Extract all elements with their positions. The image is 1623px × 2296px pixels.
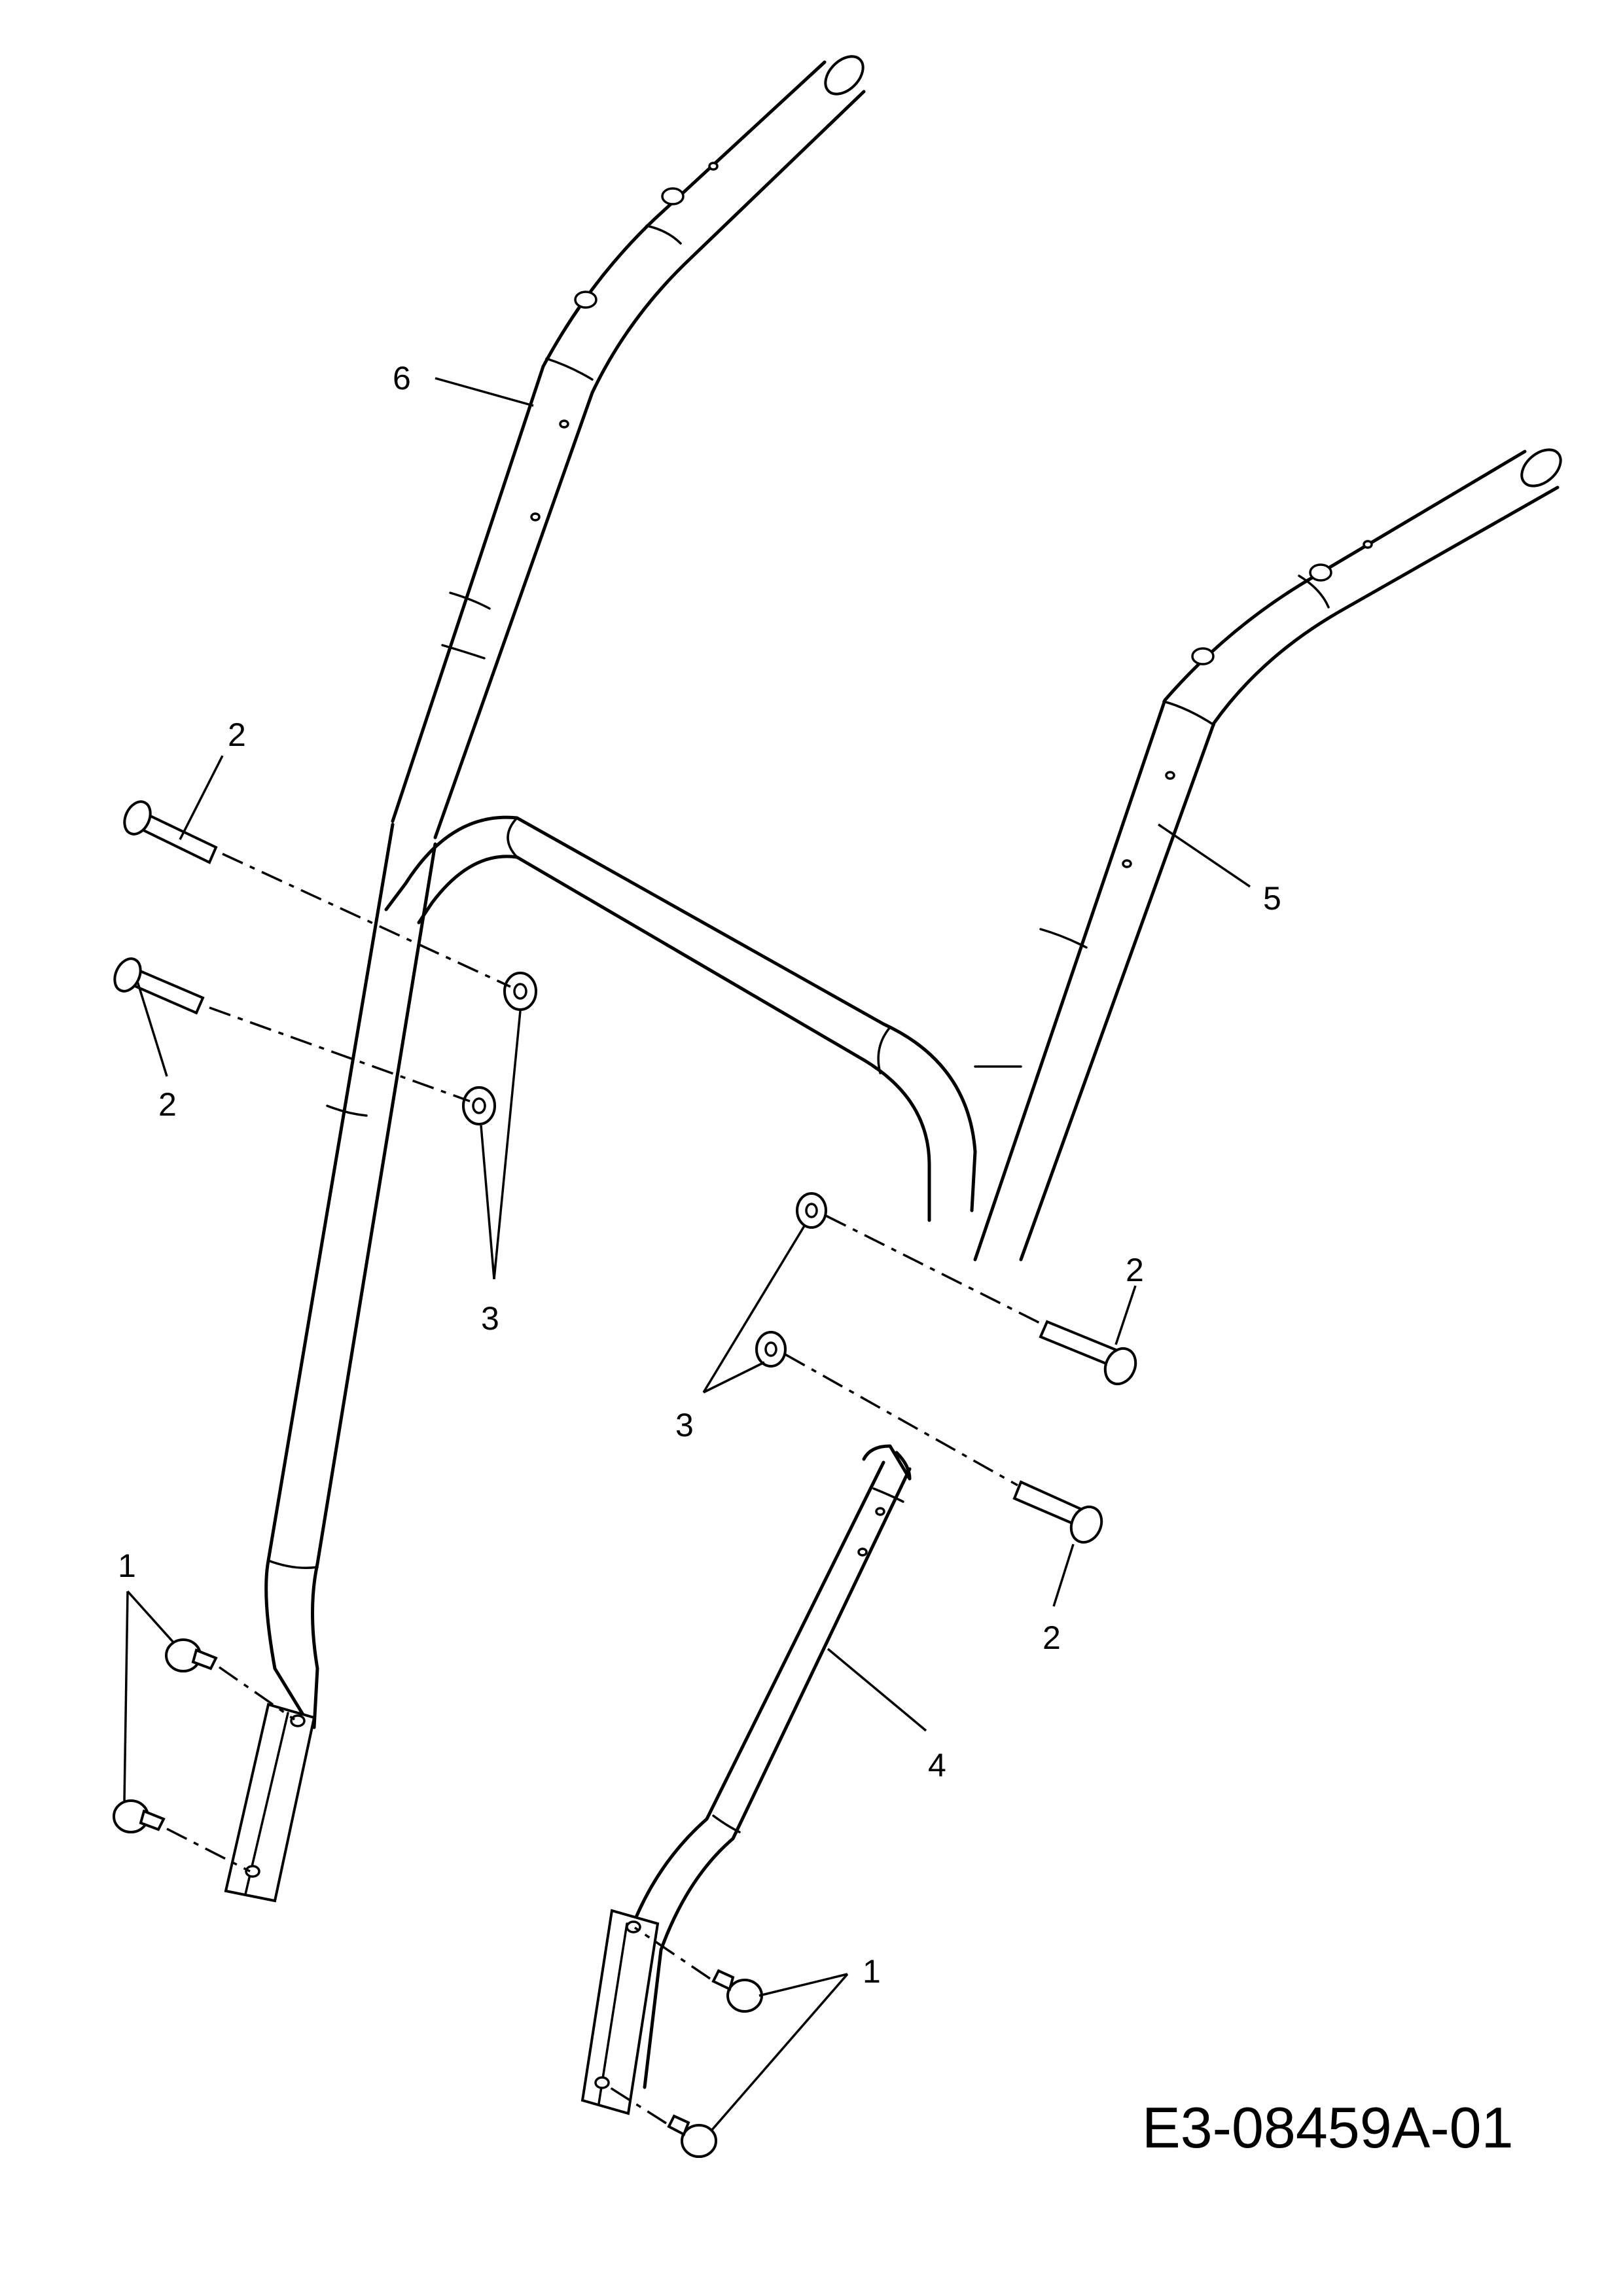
- carriage-bolt-upper-left: [123, 800, 218, 864]
- hex-nut-upper-left: [503, 972, 537, 1011]
- callout-part-2-lower-left: 2: [158, 1086, 177, 1123]
- hex-bolt-right-upper: [711, 1969, 763, 2013]
- hex-bolt-left-lower: [113, 1799, 166, 1833]
- carriage-bolt-upper-right: [1039, 1320, 1137, 1386]
- hex-nut-lower-right: [755, 1331, 787, 1368]
- callout-part-4: 4: [928, 1747, 946, 1784]
- callouts: 6 5 4 2 2 2 2 3 3 1 1: [118, 360, 1281, 1990]
- leader-lines: [123, 377, 1251, 2131]
- callout-part-2-upper-left: 2: [228, 716, 246, 753]
- lower-left-handle: [224, 822, 437, 1903]
- callout-part-5: 5: [1263, 880, 1281, 917]
- callout-part-3-right: 3: [675, 1407, 694, 1443]
- callout-part-2-lower-right: 2: [1043, 1619, 1061, 1656]
- drawing-number: E3-08459A-01: [1142, 2095, 1514, 2160]
- callout-part-6: 6: [393, 360, 411, 397]
- carriage-bolt-lower-left: [113, 957, 205, 1015]
- hex-nut-upper-right: [796, 1192, 827, 1229]
- cross-bar: [384, 815, 977, 1222]
- hex-nut-lower-left: [462, 1086, 496, 1125]
- callout-part-3-left: 3: [481, 1300, 499, 1337]
- hex-bolt-right-lower: [667, 2114, 717, 2158]
- hex-bolt-left-upper: [165, 1638, 218, 1672]
- callout-part-1-right: 1: [863, 1953, 881, 1990]
- assembly-lines: [166, 853, 1044, 2125]
- callout-part-1-left: 1: [118, 1547, 136, 1584]
- lower-right-handle: [580, 1444, 912, 2115]
- upper-right-handle: [973, 448, 1562, 1262]
- callout-part-2-upper-right: 2: [1126, 1252, 1144, 1288]
- carriage-bolt-lower-right: [1012, 1480, 1103, 1544]
- upper-left-handle: [391, 55, 866, 839]
